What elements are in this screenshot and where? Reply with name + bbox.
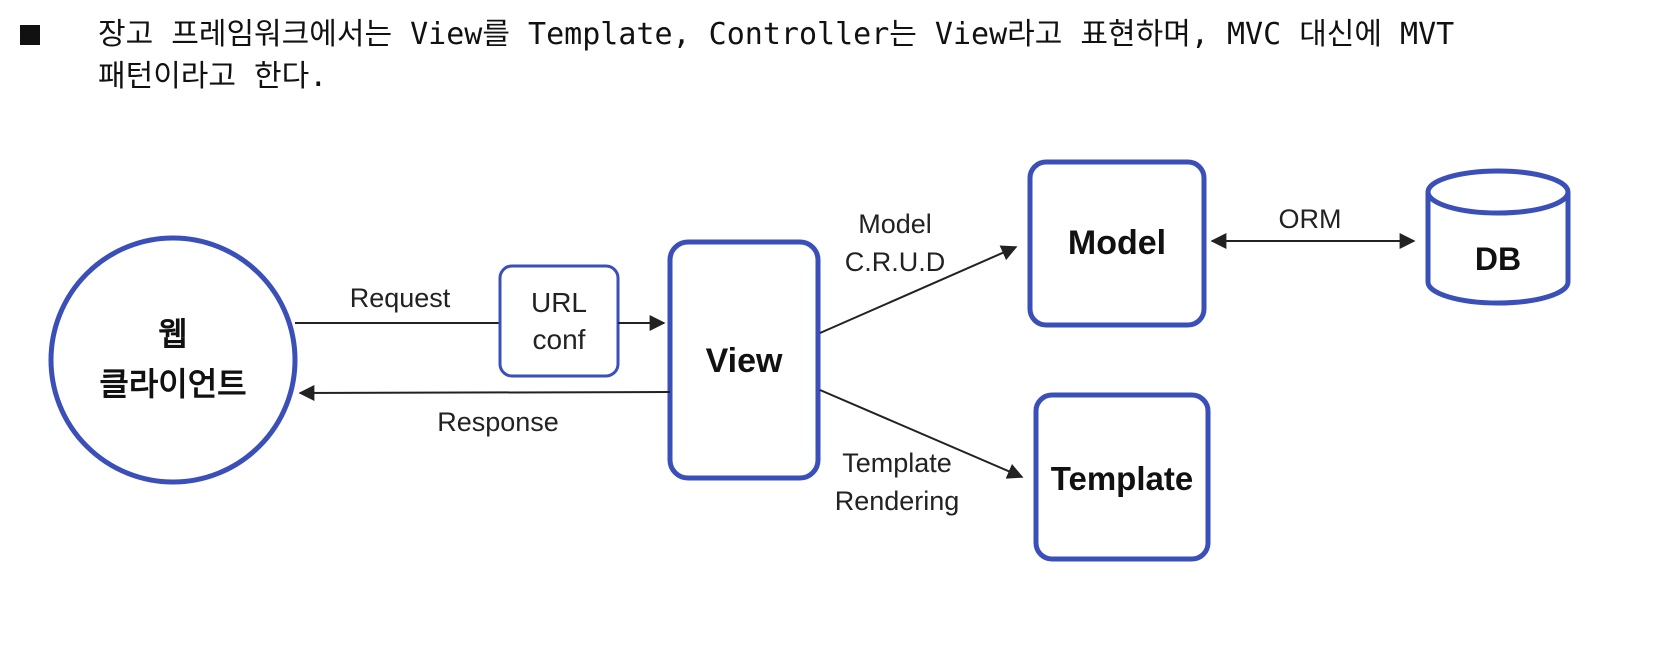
- url-conf-label-2: conf: [533, 324, 586, 355]
- model-label: Model: [1068, 224, 1166, 262]
- db-node: DB: [1425, 168, 1571, 306]
- url-conf-node: URL conf: [498, 264, 620, 378]
- db-cylinder-top: [1425, 168, 1571, 216]
- view-label: View: [706, 342, 783, 380]
- model-box: [1027, 159, 1207, 328]
- view-node: View: [667, 239, 821, 481]
- url-conf-label-1: URL: [531, 287, 587, 318]
- paragraph-text: 장고 프레임워크에서는 View를 Template, Controller는 …: [98, 14, 1640, 98]
- web-client-circle: [48, 235, 298, 485]
- template-label: Template: [1051, 460, 1193, 497]
- view-box: [667, 239, 821, 481]
- template-box: [1033, 392, 1211, 562]
- db-label: DB: [1475, 241, 1521, 277]
- view-to-model-arrow: [819, 245, 1018, 334]
- crud-label-1: Model: [858, 209, 932, 239]
- response-label: Response: [437, 407, 559, 437]
- view-to-template-arrow: [819, 389, 1024, 479]
- model-node: Model: [1027, 159, 1207, 328]
- square-bullet-icon: [20, 25, 40, 45]
- web-client-label-1: 웹: [158, 316, 187, 352]
- request-label: Request: [350, 283, 451, 313]
- db-cylinder-body: [1425, 192, 1571, 306]
- paragraph-line-1: 장고 프레임워크에서는 View를 Template, Controller는 …: [98, 17, 1455, 52]
- url-conf-box: [498, 264, 620, 378]
- bullet-paragraph: 장고 프레임워크에서는 View를 Template, Controller는 …: [20, 14, 1640, 98]
- template-node: Template: [1033, 392, 1211, 562]
- crud-label-2: C.R.U.D: [845, 247, 946, 277]
- mvt-diagram: 웹 클라이언트 Request URL conf View Response M…: [48, 159, 1571, 562]
- web-client-node: 웹 클라이언트: [48, 235, 298, 485]
- rendering-label-1: Template: [842, 448, 952, 478]
- paragraph-line-2: 패턴이라고 한다.: [98, 59, 328, 94]
- rendering-label-2: Rendering: [835, 486, 960, 516]
- response-arrow: [298, 384, 671, 401]
- web-client-label-2: 클라이언트: [99, 366, 246, 402]
- orm-label: ORM: [1279, 204, 1342, 234]
